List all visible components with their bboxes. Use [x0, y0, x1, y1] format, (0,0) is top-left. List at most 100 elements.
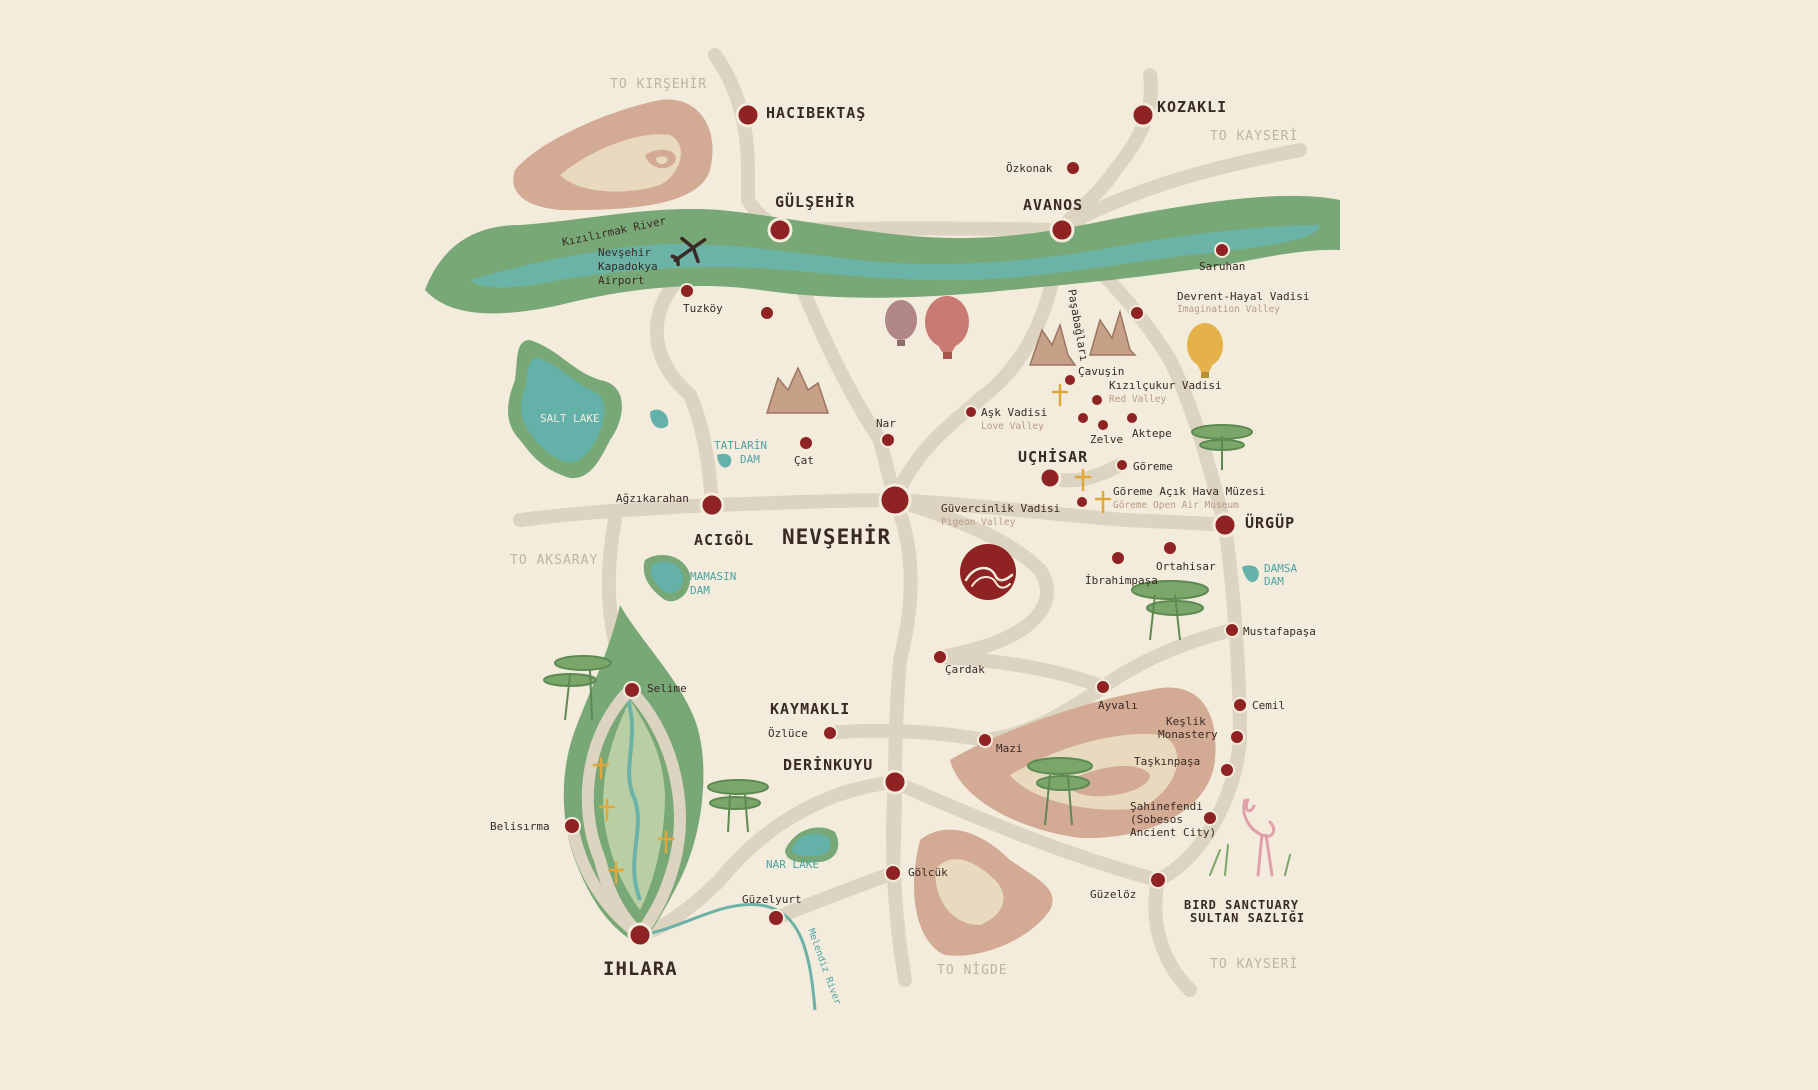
- label-guvercinlik-en: Pigeon Valley: [941, 517, 1016, 528]
- label-keslik-1: Keşlik: [1166, 715, 1206, 728]
- label-belisirma: Belisırma: [490, 820, 550, 833]
- marker-derinkuyu[interactable]: [882, 769, 908, 795]
- label-goreme-museum: Göreme Açık Hava Müzesi: [1113, 485, 1265, 498]
- marker-gulsehir[interactable]: [767, 217, 793, 243]
- marker-nar[interactable]: [880, 432, 896, 448]
- label-bird-sanctuary-1: BIRD SANCTUARY: [1184, 898, 1299, 912]
- marker-kizilcukur[interactable]: [1090, 393, 1104, 407]
- label-tatlarin-1: TATLARİN: [714, 439, 767, 452]
- marker-selime[interactable]: [623, 681, 641, 699]
- marker-acigol[interactable]: [699, 492, 725, 518]
- label-tuzkoy: Tuzköy: [683, 302, 723, 315]
- road-kayseri-avanos: [1055, 143, 1307, 237]
- label-saruhan: Saruhan: [1199, 260, 1245, 273]
- marker-zelve[interactable]: [1076, 411, 1090, 425]
- marker-cat[interactable]: [798, 435, 814, 451]
- marker-ortahisar[interactable]: [1162, 540, 1178, 556]
- direction-labels: TO KIRŞEHİR TO KAYSERİ TO AKSARAY TO NİG…: [510, 76, 1298, 978]
- marker-mazi[interactable]: [977, 732, 993, 748]
- place-markers: [563, 160, 1248, 927]
- marker-tuzkoy[interactable]: [679, 283, 695, 299]
- terrain-golcuk: [914, 829, 1053, 956]
- label-goreme: Göreme: [1133, 460, 1173, 473]
- marker-ozkonak[interactable]: [1065, 160, 1081, 176]
- marker-keslik[interactable]: [1229, 729, 1245, 745]
- place-labels: Özkonak Saruhan Tuzköy Nar Çat Ağzıkarah…: [490, 162, 1316, 906]
- marker-guzelyurt[interactable]: [767, 909, 785, 927]
- marker-ibrahimpasa[interactable]: [1110, 550, 1126, 566]
- melendiz-river-ihlara: [626, 699, 642, 901]
- road-guzelyurt-golcuk: [769, 866, 900, 925]
- marker-hacibektas[interactable]: [735, 102, 761, 128]
- label-nevsehir: NEVŞEHİR: [782, 524, 891, 549]
- logo-swirl-icon[interactable]: [960, 544, 1016, 600]
- road-derinkuyu-urgup: [888, 775, 1165, 887]
- marker-saruhan[interactable]: [1214, 242, 1230, 258]
- label-sahinefendi-3: Ancient City): [1130, 826, 1216, 839]
- marker-ask[interactable]: [964, 405, 978, 419]
- marker-goreme-museum[interactable]: [1075, 495, 1089, 509]
- kizilirmak-river: [425, 195, 1340, 314]
- label-hacibektas: HACIBEKTAŞ: [766, 104, 866, 122]
- marker-cavusin[interactable]: [1063, 373, 1077, 387]
- label-ibrahimpasa: İbrahimpaşa: [1085, 574, 1158, 587]
- marker-devrent[interactable]: [1129, 305, 1145, 321]
- label-aktepe: Aktepe: [1132, 427, 1172, 440]
- marker-zelve-2[interactable]: [1096, 418, 1110, 432]
- marker-ihlara[interactable]: [627, 922, 653, 948]
- marker-ayvali[interactable]: [1095, 679, 1111, 695]
- tatlarin-dam-water: [717, 453, 732, 468]
- marker-ozluce[interactable]: [822, 725, 838, 741]
- label-sahinefendi-2: (Sobesos: [1130, 813, 1183, 826]
- label-ozkonak: Özkonak: [1006, 162, 1053, 175]
- marker-cemil[interactable]: [1232, 697, 1248, 713]
- road-kirsehir-gulsehir: [708, 48, 787, 237]
- road-nevsehir-cardak: [888, 493, 1054, 664]
- road-avanos-nevsehir: [888, 223, 1067, 507]
- marker-mustafapasa[interactable]: [1224, 622, 1240, 638]
- label-goreme-museum-en: Göreme Open Air Museum: [1113, 500, 1239, 511]
- marker-taskinpasa[interactable]: [1219, 762, 1235, 778]
- airplane-icon: [670, 236, 707, 267]
- marker-urgup[interactable]: [1212, 512, 1238, 538]
- balloon-yellow-icon: [1187, 323, 1223, 378]
- label-tatlarin-2: DAM: [740, 453, 760, 466]
- label-guzeloz: Güzelöz: [1090, 888, 1136, 901]
- marker-avanos[interactable]: [1049, 217, 1075, 243]
- marker-belisirma[interactable]: [563, 817, 581, 835]
- road-derinkuyu-golcuk: [886, 775, 902, 880]
- label-damsa-2: DAM: [1264, 575, 1284, 588]
- marker-goreme[interactable]: [1115, 458, 1129, 472]
- label-mamasin-2: DAM: [690, 584, 710, 597]
- salt-lake: [508, 340, 622, 479]
- fairy-chimney-icon: [765, 309, 1137, 414]
- label-cat: Çat: [794, 454, 814, 467]
- marker-nevsehir[interactable]: [878, 483, 912, 517]
- label-keslik-2: Monastery: [1158, 728, 1218, 741]
- balloon-pink-icon: [925, 296, 969, 359]
- marker-aktepe[interactable]: [1125, 411, 1139, 425]
- label-selime: Selime: [647, 682, 687, 695]
- label-mazi: Mazi: [996, 742, 1023, 755]
- label-mustafapasa: Mustafapaşa: [1243, 625, 1316, 638]
- balloon-mauve-icon: [885, 300, 917, 346]
- label-bird-sanctuary-2: SULTAN SAZLIĞI: [1190, 910, 1305, 925]
- marker-uchisar[interactable]: [1038, 466, 1062, 490]
- marker-sahinefendi[interactable]: [1202, 810, 1218, 826]
- label-derinkuyu: DERİNKUYU: [783, 755, 873, 774]
- marker-cardak[interactable]: [932, 649, 948, 665]
- terrain-northwest: [513, 99, 713, 211]
- label-urgup: ÜRGÜP: [1245, 513, 1295, 532]
- ihlara-roads: [566, 684, 686, 941]
- label-taskinpasa: Taşkınpaşa: [1134, 755, 1200, 768]
- road-nevsehir-derinkuyu: [888, 493, 918, 789]
- hot-air-balloon-icon: [885, 296, 1223, 378]
- marker-guzeloz[interactable]: [1149, 871, 1167, 889]
- marker-golcuk[interactable]: [884, 864, 902, 882]
- nar-lake-water: [785, 827, 839, 863]
- marker-gulsehir-south[interactable]: [759, 305, 775, 321]
- label-ask: Aşk Vadisi: [981, 406, 1047, 419]
- dir-kayseri-top: TO KAYSERİ: [1210, 128, 1298, 144]
- marker-kozakli[interactable]: [1130, 102, 1156, 128]
